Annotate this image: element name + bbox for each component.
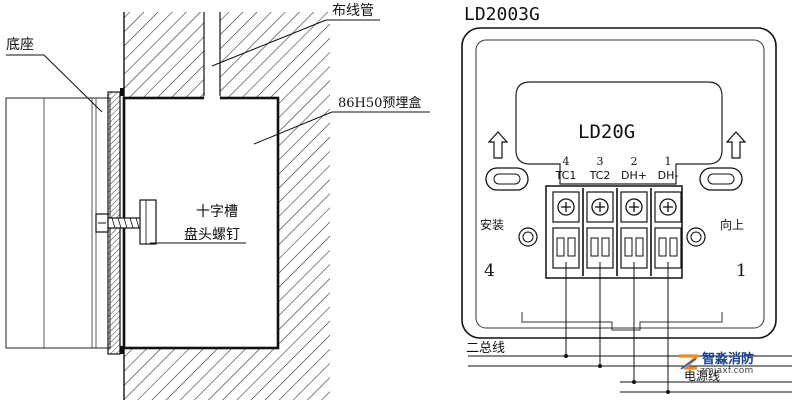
junction-dot-2	[632, 380, 636, 384]
terminal-name-4: TC1	[555, 169, 577, 182]
left-screw-hole-inner	[522, 231, 534, 243]
label-embedded-box: 86H50预埋盒	[338, 95, 421, 111]
base-plate-clip-top	[120, 88, 124, 96]
right-mount-slot-inner	[707, 173, 735, 185]
brand-logo-icon	[679, 354, 699, 370]
leader-box	[253, 111, 333, 145]
watermark-url: zmjaxf.com	[700, 366, 754, 376]
label-screw-line2: 盘头螺钉	[184, 226, 240, 243]
leader-base	[43, 54, 103, 113]
pan-head-screw	[95, 199, 157, 245]
junction-dot-1	[666, 390, 670, 394]
terminal-clamp-right-1	[669, 237, 678, 257]
watermark-brand: 智淼消防	[702, 352, 755, 367]
terminal-clamp-left-2	[624, 237, 633, 257]
junction-dot-4	[564, 354, 568, 358]
terminal-clamp-left-4	[556, 237, 565, 257]
device-bottom-tab	[521, 312, 723, 331]
watermark: 智淼消防 zmjaxf.com	[676, 348, 796, 392]
wall-hatch-upper-left	[124, 12, 204, 98]
terminal-name-3: TC2	[589, 169, 611, 182]
label-base: 底座	[6, 37, 34, 53]
terminal-clamp-right-4	[567, 237, 576, 257]
terminal-number-3: 3	[597, 155, 604, 168]
base-plate-clip-bottom	[120, 346, 124, 354]
corner-number-left: 4	[484, 261, 495, 281]
label-conduit: 布线管	[332, 3, 374, 19]
device-front-view: LD20G 安装 向上 4 1	[461, 27, 777, 339]
terminal-clamp-left-1	[658, 237, 667, 257]
terminal-number-4: 4	[563, 155, 570, 168]
terminal-name-2: DH+	[621, 169, 647, 182]
right-screw-hole-inner	[690, 231, 702, 243]
screw-nut	[139, 199, 157, 245]
model-title: LD2003G	[464, 4, 540, 25]
screw-thread	[111, 217, 140, 229]
label-recess	[515, 81, 723, 185]
wiring	[468, 262, 792, 394]
terminal-clamp-right-3	[601, 237, 610, 257]
wall-hatch-right	[278, 98, 330, 348]
conduit-opening	[204, 96, 220, 100]
junction-dot-3	[598, 364, 602, 368]
right-up-arrow-icon	[725, 131, 747, 159]
wall-hatch-lower	[124, 348, 330, 400]
terminal-number-2: 2	[631, 155, 638, 168]
bus-label: 二总线	[466, 341, 505, 356]
up-label: 向上	[720, 217, 744, 232]
left-mount-slot-inner	[493, 173, 521, 185]
terminal-clamp-right-2	[635, 237, 644, 257]
label-screw-line1: 十字槽	[196, 204, 238, 220]
terminal-number-1: 1	[665, 155, 672, 168]
leader-conduit	[211, 19, 327, 67]
install-label: 安装	[480, 217, 504, 232]
terminal-name-1: DH-	[658, 169, 679, 182]
corner-number-right: 1	[736, 261, 747, 281]
inner-model-label: LD20G	[578, 121, 635, 143]
left-up-arrow-icon	[487, 131, 509, 159]
terminal-clamp-left-3	[590, 237, 599, 257]
power-label: 电源线	[684, 369, 720, 383]
base-plate-body	[5, 97, 111, 349]
